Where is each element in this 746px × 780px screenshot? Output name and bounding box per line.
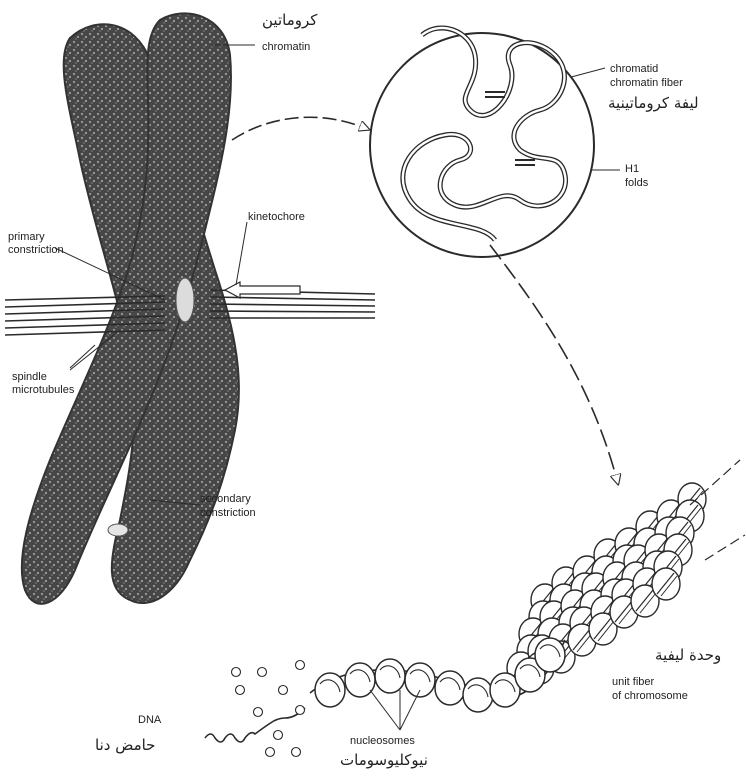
- free-particle: [232, 668, 241, 677]
- label-primary-constriction-2: constriction: [8, 244, 64, 256]
- free-particle: [274, 731, 283, 740]
- label-chromatin-ar: كروماتين: [262, 11, 318, 29]
- label-chromatin-fiber-1: chromatid: [610, 63, 658, 75]
- nucleosome-bead: [535, 638, 565, 672]
- label-h1: H1: [625, 163, 639, 175]
- nucleosome-bead: [375, 659, 405, 693]
- free-particle: [236, 686, 245, 695]
- free-particle: [279, 686, 288, 695]
- label-unit-fiber-2: of chromosome: [612, 690, 688, 702]
- label-chromatin-fiber-ar: ليفة كروماتينية: [608, 94, 699, 112]
- label-chromatin-fiber-2: chromatin fiber: [610, 77, 683, 89]
- nucleosome-bead: [315, 673, 345, 707]
- zoom-arrow-1: [232, 117, 365, 140]
- free-particle: [258, 668, 267, 677]
- nucleosome-bead: [345, 663, 375, 697]
- nucleosome-bead: [463, 678, 493, 712]
- label-dna-ar: حامض دنا: [95, 736, 155, 754]
- free-particle: [254, 708, 263, 717]
- nucleosome-pointers: [370, 690, 420, 730]
- label-unit-fiber-ar: وحدة ليفية: [655, 646, 721, 664]
- unit-fiber-disk: [652, 568, 680, 600]
- free-particle: [296, 706, 305, 715]
- label-spindle-microtubules-2: microtubules: [12, 384, 75, 396]
- label-primary-constriction-1: primary: [8, 231, 45, 243]
- label-unit-fiber-1: unit fiber: [612, 676, 655, 688]
- label-spindle-microtubules-1: spindle: [12, 371, 47, 383]
- chromatin-fiber-magnified: [370, 28, 594, 257]
- centromere: [176, 278, 194, 322]
- label-chromatin: chromatin: [262, 41, 310, 53]
- zoom-arrow-2: [490, 245, 617, 480]
- nucleosome-bead: [405, 663, 435, 697]
- label-secondary-constriction-1: secondary: [200, 493, 251, 505]
- label-secondary-constriction-2: constriction: [200, 507, 256, 519]
- label-dna: DNA: [138, 714, 162, 726]
- free-particle: [296, 661, 305, 670]
- free-particle: [266, 748, 275, 757]
- label-folds: folds: [625, 177, 649, 189]
- free-particle: [292, 748, 301, 757]
- label-nucleosomes-ar: نيوكليوسومات: [340, 751, 428, 769]
- nucleosome-bead: [435, 671, 465, 705]
- label-nucleosomes: nucleosomes: [350, 735, 415, 747]
- secondary-constriction-mark: [108, 524, 128, 536]
- unit-fiber-continuation-2: [705, 535, 745, 560]
- label-kinetochore: kinetochore: [248, 211, 305, 223]
